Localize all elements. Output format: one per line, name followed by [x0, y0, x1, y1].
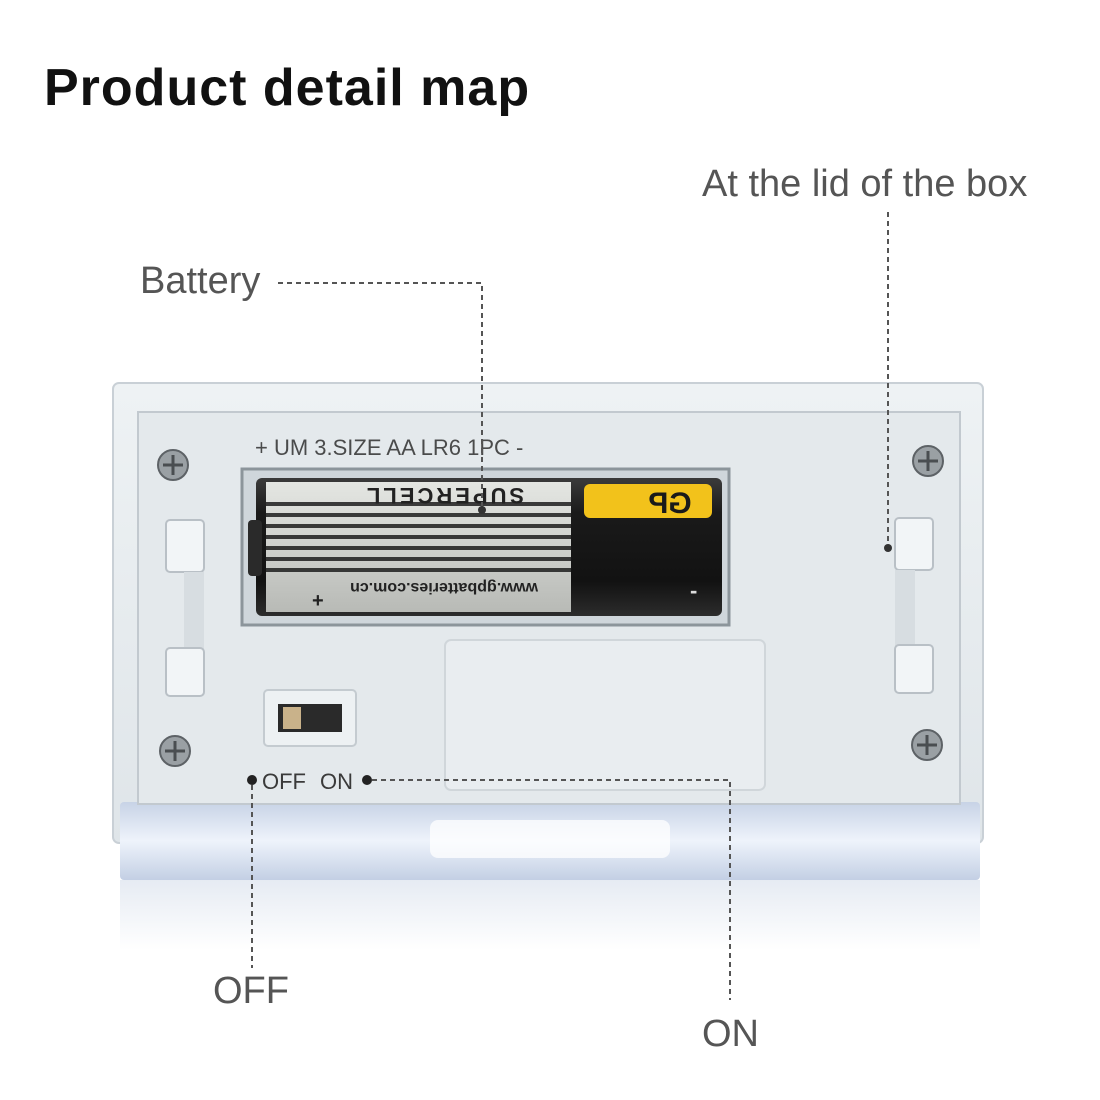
leader-dot-lid [884, 544, 892, 552]
screw-top-right [912, 445, 944, 477]
screw-top-left [157, 449, 189, 481]
panel-recess [444, 639, 766, 791]
screw-bottom-left [159, 735, 191, 767]
table-reflection [120, 880, 980, 950]
clip-right [894, 517, 934, 694]
on-dot [362, 775, 372, 785]
battery-plus-sign: + [312, 590, 324, 612]
screw-bottom-right [911, 729, 943, 761]
callout-on: ON [702, 1013, 759, 1055]
svg-text:GP: GP [648, 487, 691, 520]
molded-text: + UM 3.SIZE AA LR6 1PC - [255, 435, 523, 460]
callout-battery: Battery [140, 260, 261, 302]
battery-website-text: www.gpbatteries.com.cn [350, 579, 539, 596]
off-dot [247, 775, 257, 785]
base-highlight [430, 820, 670, 858]
battery-minus-sign: - [690, 578, 697, 603]
battery-terminal-left [248, 520, 262, 576]
panel-off-label: OFF [262, 769, 306, 794]
callout-lid: At the lid of the box [702, 163, 1028, 205]
panel-on-label: ON [320, 769, 353, 794]
power-switch [263, 689, 357, 747]
power-switch-slider [283, 707, 301, 729]
gp-logo: GP [584, 484, 712, 520]
battery-stripes [266, 498, 571, 578]
leader-line-on [372, 779, 731, 1000]
battery: GP SUPERCELL www.gpbatteries.com.cn + - [248, 478, 722, 616]
callout-off: OFF [213, 970, 289, 1012]
leader-line-battery [278, 282, 483, 510]
battery-model-text: SUPERCELL [364, 483, 524, 508]
page-title: Product detail map [44, 59, 531, 117]
clip-left [165, 519, 205, 697]
leader-dot-battery [478, 506, 486, 514]
